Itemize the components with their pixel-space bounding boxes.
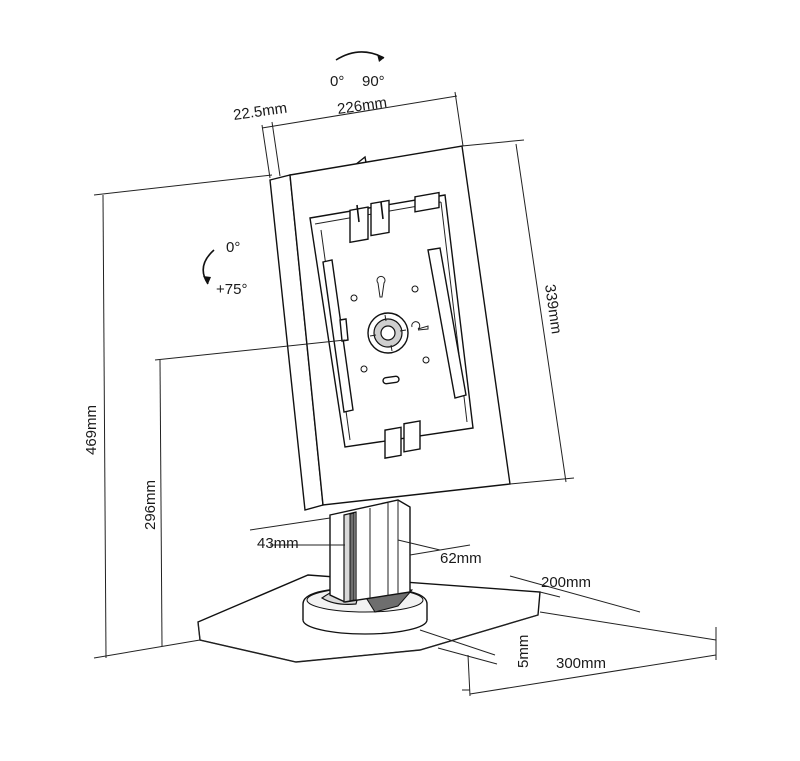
tilt-0-label: 0° <box>226 239 240 256</box>
rotation-0-label: 0° <box>330 73 344 90</box>
tilt-75-label: +75° <box>216 281 247 298</box>
height-339-label: 339mm <box>541 283 565 335</box>
height-296-label: 296mm <box>142 480 159 530</box>
tilt-arrow-icon <box>202 249 215 285</box>
dimension-lines <box>93 91 717 697</box>
pole <box>329 499 411 603</box>
pole-43-label: 43mm <box>257 535 299 552</box>
mounting-plate <box>350 275 430 385</box>
width-226-label: 226mm <box>336 94 388 118</box>
height-469-label: 469mm <box>83 405 100 455</box>
rotation-90-label: 90° <box>362 73 385 90</box>
base-300-label: 300mm <box>556 655 606 672</box>
tablet-enclosure <box>269 145 511 511</box>
base-thickness-5-label: 5mm <box>515 635 532 668</box>
rotation-arrow-icon <box>335 51 385 62</box>
pole-62-label: 62mm <box>440 550 482 567</box>
offset-22-5-label: 22.5mm <box>232 100 288 124</box>
base-200-label: 200mm <box>541 574 591 591</box>
